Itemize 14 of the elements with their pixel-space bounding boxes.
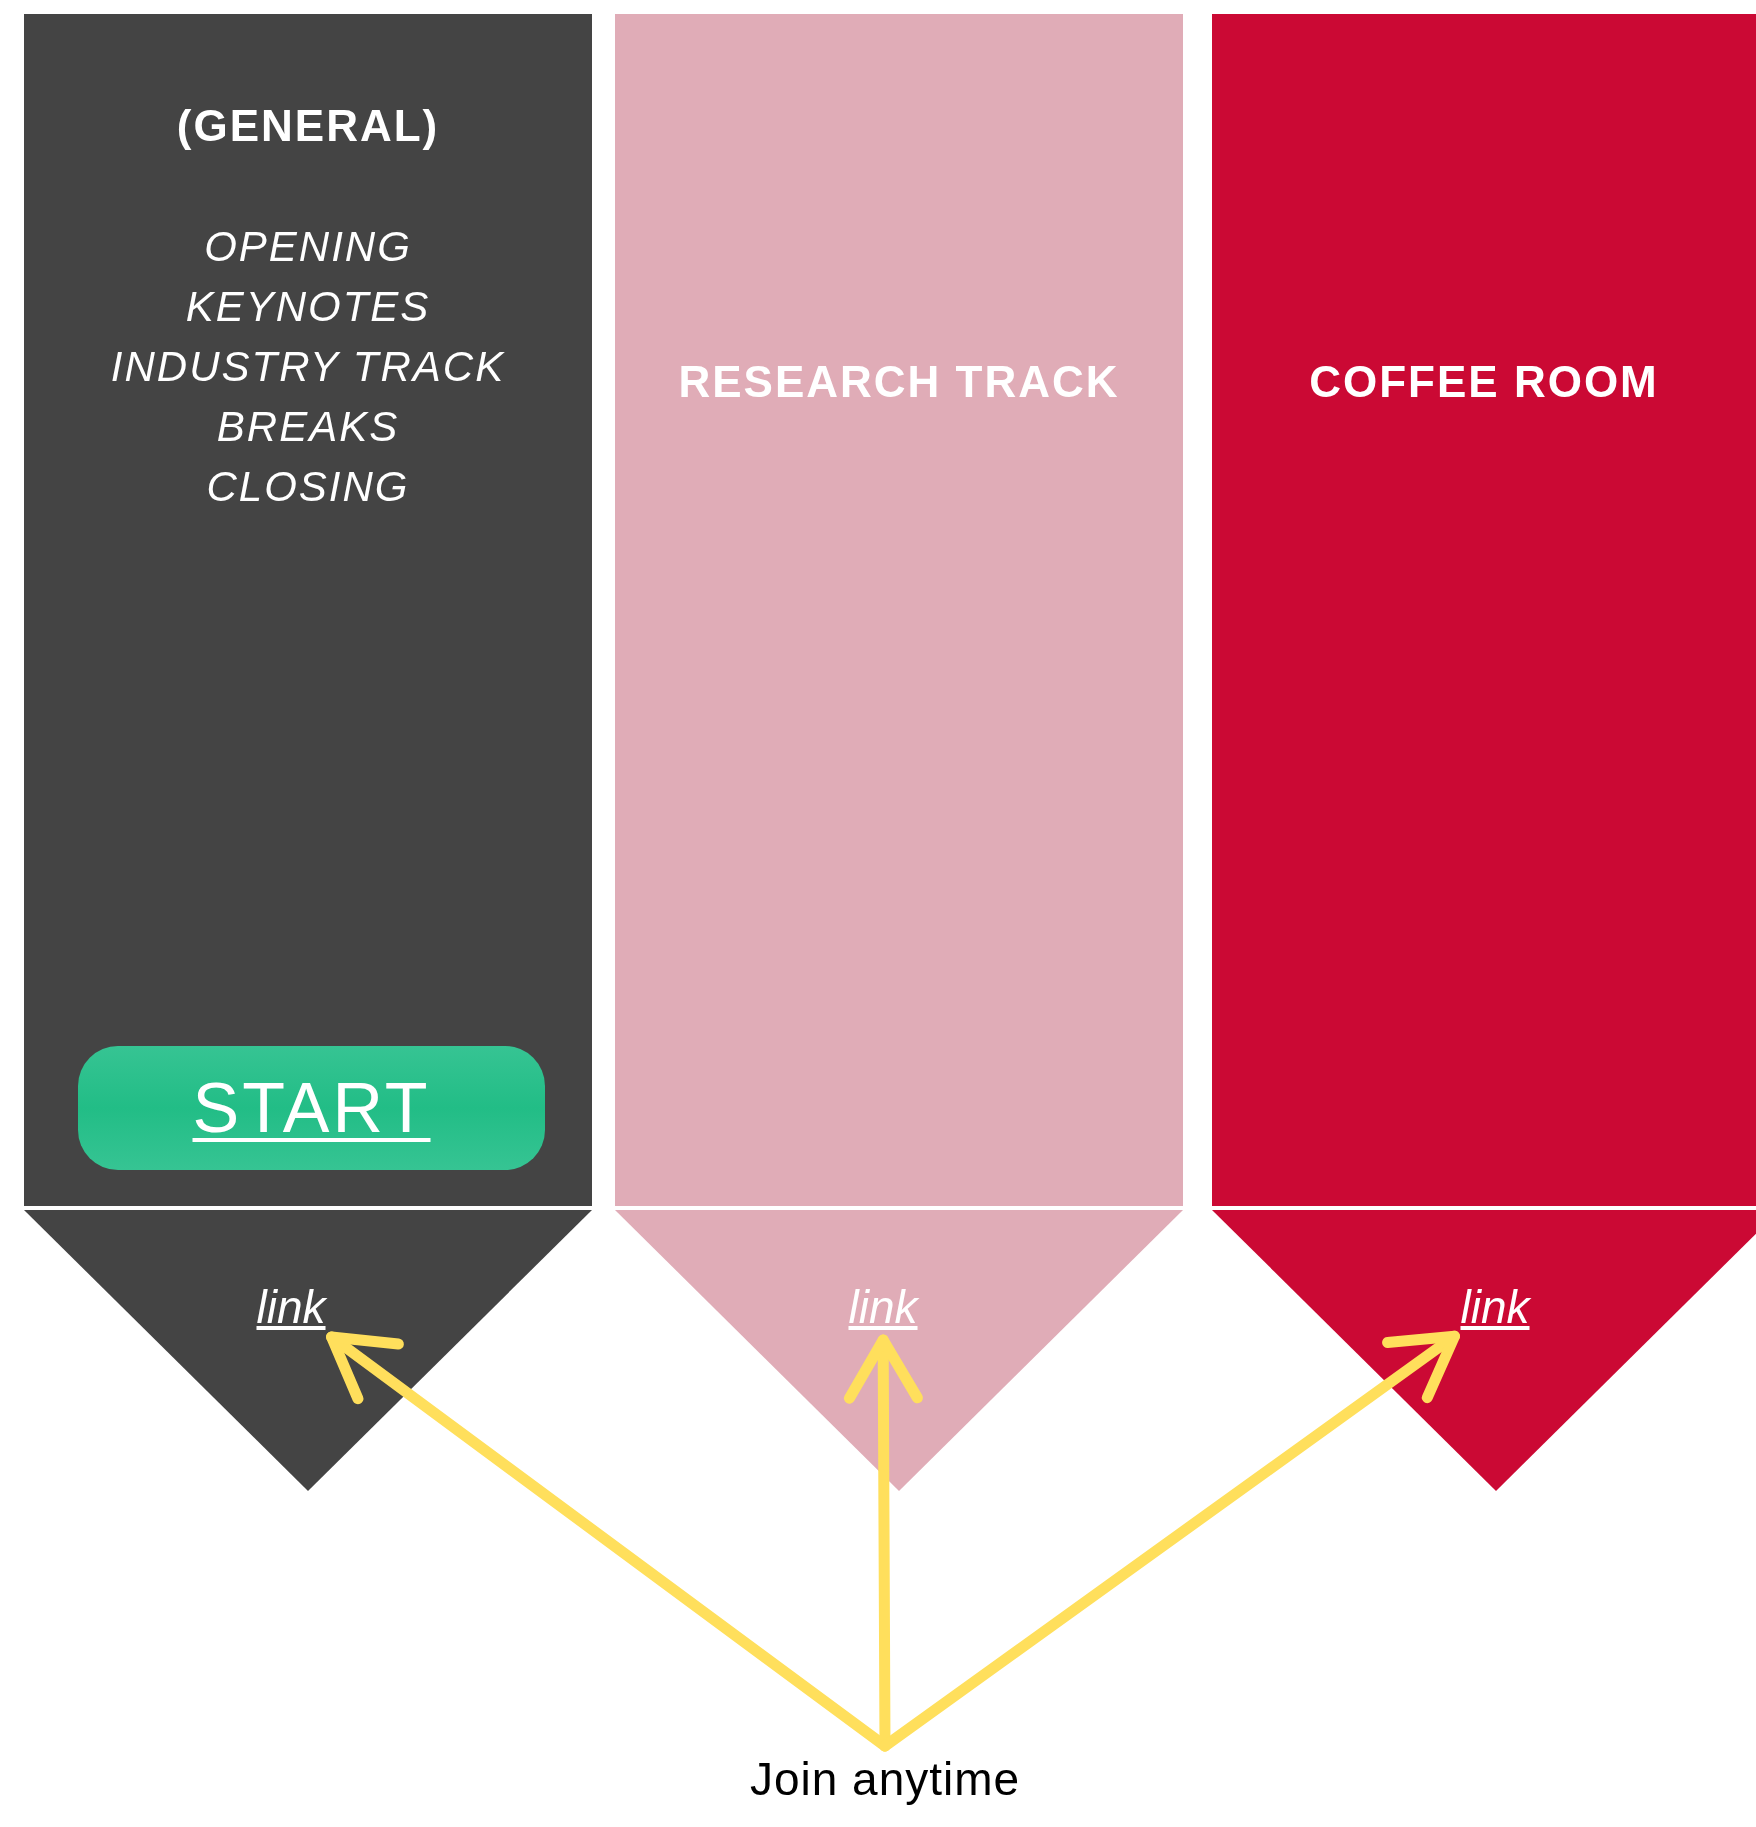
- agenda-item: CLOSING: [205, 462, 411, 512]
- link: link: [256, 1280, 326, 1334]
- column-title: COFFEE ROOM: [1308, 356, 1660, 408]
- start-button: START: [78, 1046, 545, 1170]
- agenda-item: KEYNOTES: [184, 282, 432, 332]
- link: link: [1460, 1280, 1530, 1334]
- caption-text: Join anytime: [749, 1752, 1021, 1806]
- column-title: RESEARCH TRACK: [677, 356, 1121, 408]
- agenda-item: BREAKS: [215, 402, 401, 452]
- column-title: (GENERAL): [175, 100, 441, 152]
- arrow: [879, 1330, 1460, 1752]
- agenda-item: INDUSTRY TRACK: [109, 342, 507, 392]
- agenda-item: OPENING: [203, 222, 413, 272]
- link: link: [848, 1280, 918, 1334]
